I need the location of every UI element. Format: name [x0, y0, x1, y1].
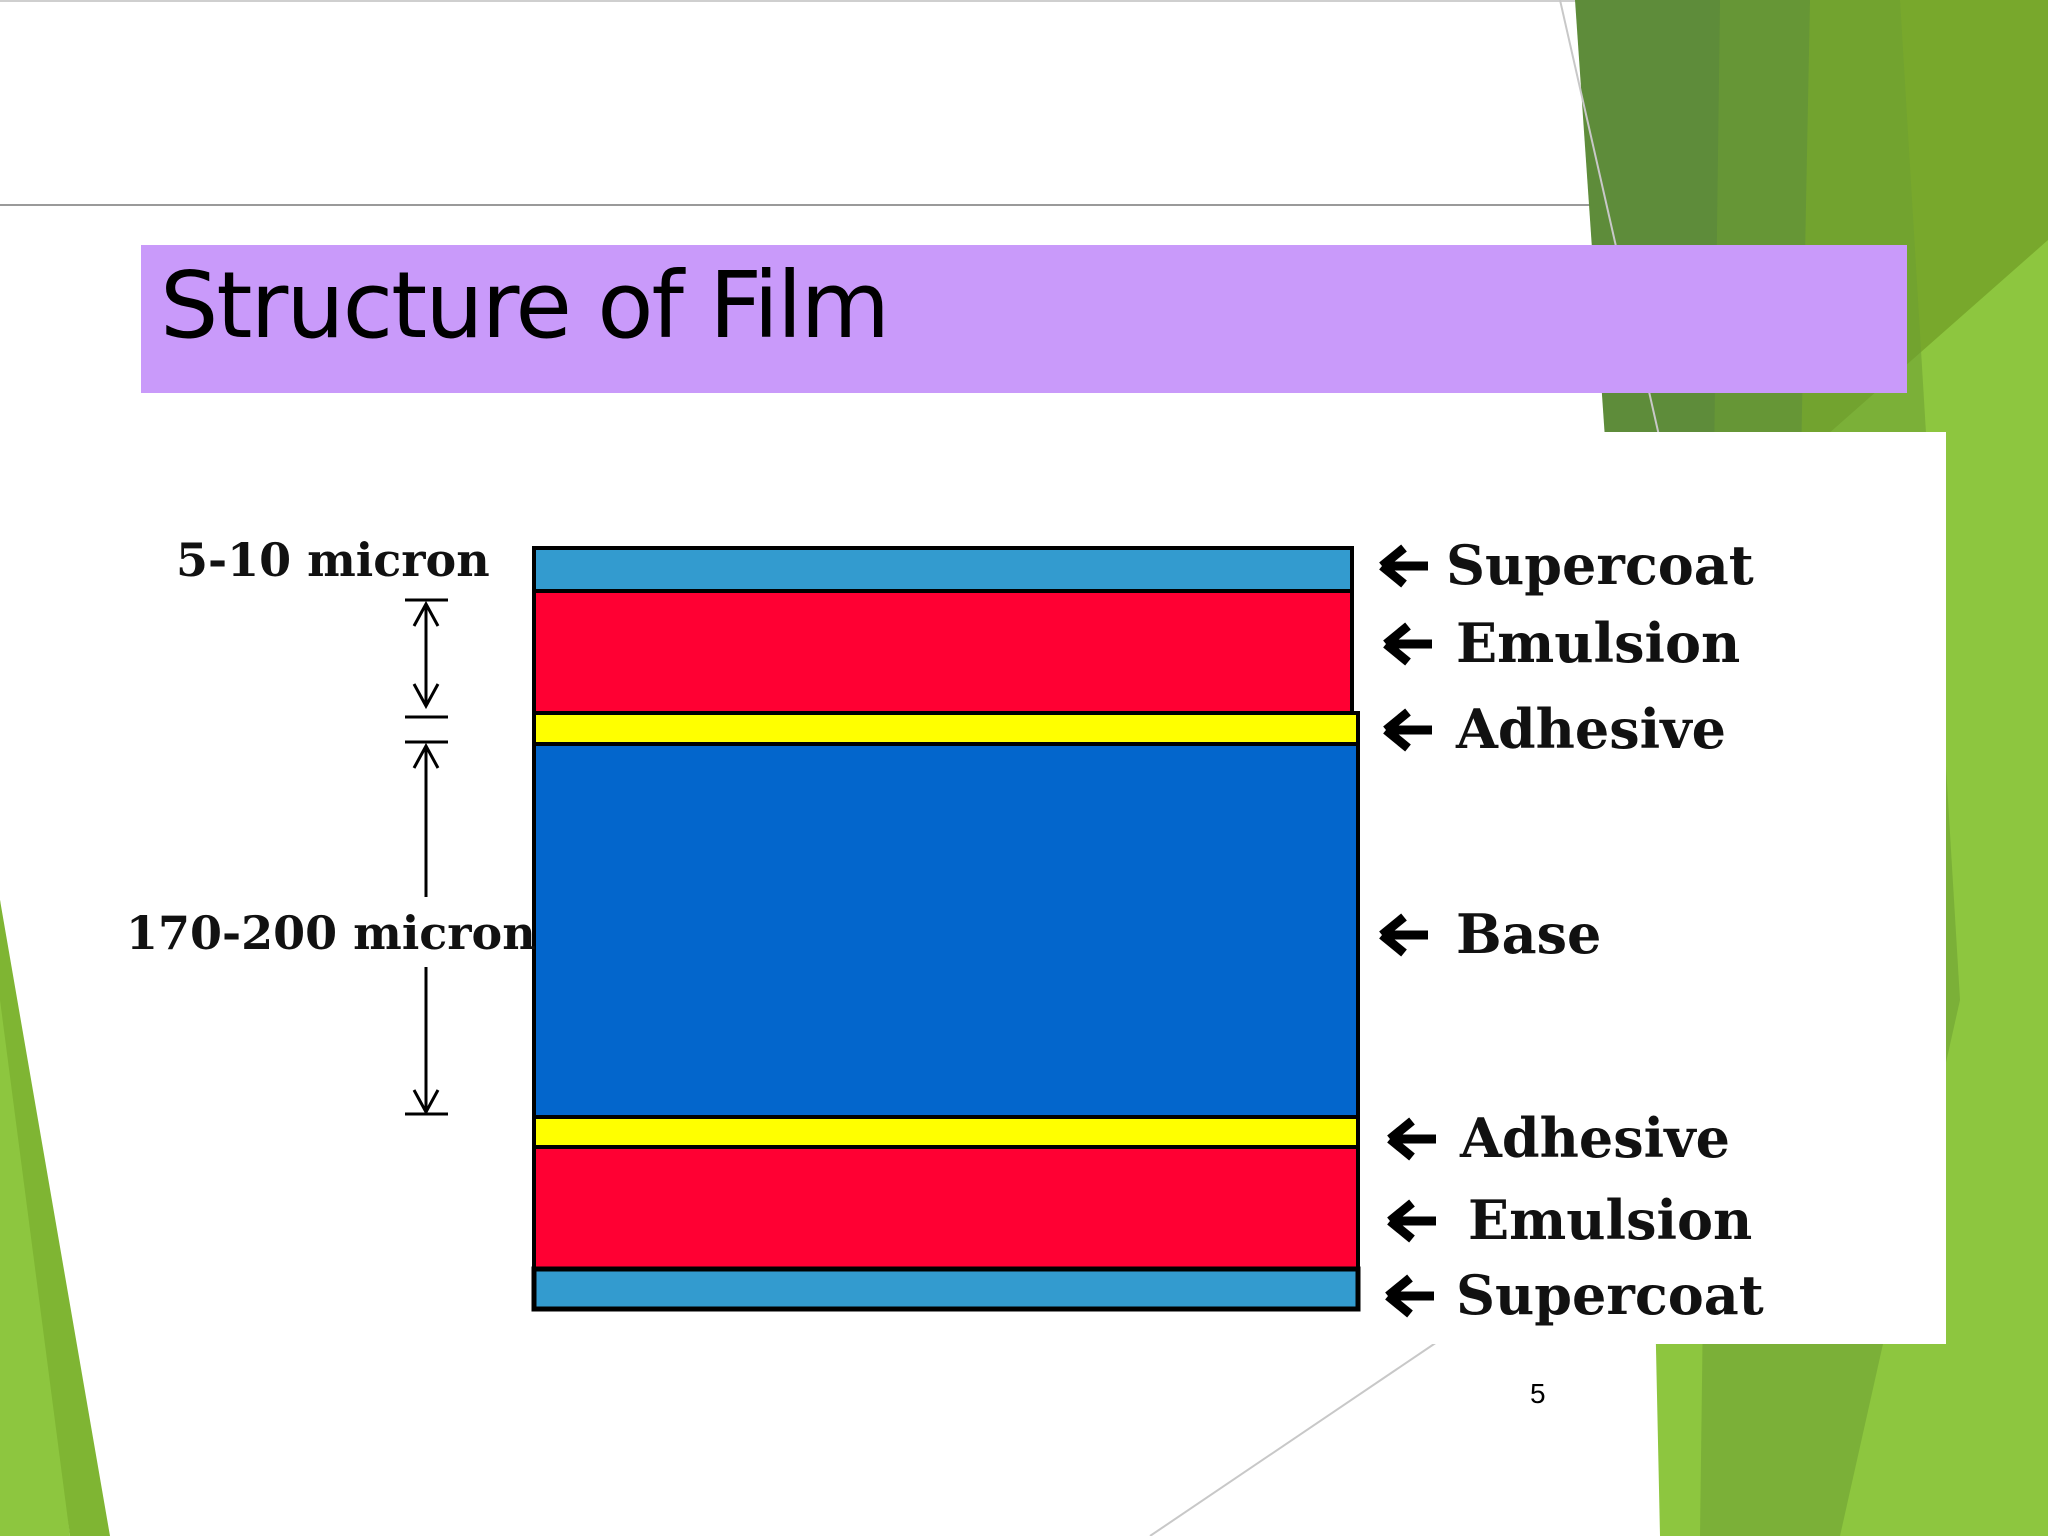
arrow-left-icon	[1387, 1117, 1436, 1161]
arrow-left-icon	[1383, 708, 1432, 752]
label-row: Base	[1379, 902, 1601, 966]
label-row: Emulsion	[1387, 1188, 1752, 1252]
layer-base	[532, 742, 1360, 1119]
layer-emulsion-top	[532, 589, 1354, 715]
layer-supercoat-top	[532, 546, 1354, 593]
page-number: 5	[1530, 1378, 1546, 1409]
film-layers	[531, 546, 1361, 1312]
layer-label-supercoat-top: Supercoat	[1446, 533, 1754, 597]
arrow-up-icon	[412, 600, 440, 627]
layer-label-emulsion-bottom: Emulsion	[1468, 1188, 1752, 1252]
thickness-label-top: 5-10 micron	[176, 533, 490, 587]
arrow-down-icon	[412, 1089, 440, 1116]
title-bar: Structure of Film	[141, 245, 1907, 393]
layer-label-emulsion-top: Emulsion	[1456, 611, 1740, 675]
thin-bottom-line	[1149, 1339, 1441, 1536]
label-row: Adhesive	[1383, 697, 1726, 761]
label-row: Supercoat	[1379, 533, 1754, 597]
slide-title: Structure of Film	[160, 252, 890, 359]
film-layer-diagram: 5-10 micron 170-200 micron Supercoat Emu…	[126, 533, 1764, 1327]
layer-label-supercoat-bottom: Supercoat	[1456, 1263, 1764, 1327]
arrow-down-icon	[412, 683, 440, 710]
layer-label-adhesive-top: Adhesive	[1455, 697, 1726, 761]
layer-adhesive-bottom	[532, 1115, 1360, 1149]
layer-adhesive-top	[532, 711, 1360, 746]
layer-label-base: Base	[1456, 902, 1601, 966]
layer-label-group: Supercoat Emulsion Adhesive Base Adhesiv…	[1379, 533, 1764, 1327]
green-facet-left-shade	[0, 900, 110, 1536]
layer-supercoat-bottom	[531, 1266, 1361, 1312]
film-structure-diagram: 5-10 micron 170-200 micron Supercoat Emu…	[100, 432, 1946, 1344]
arrow-left-icon	[1385, 1274, 1434, 1318]
arrow-left-icon	[1387, 1199, 1436, 1243]
label-row: Adhesive	[1387, 1106, 1730, 1170]
arrow-left-icon	[1379, 544, 1428, 588]
label-row: Emulsion	[1383, 611, 1740, 675]
layer-emulsion-bottom	[532, 1145, 1360, 1271]
arrow-left-icon	[1383, 622, 1432, 666]
label-row: Supercoat	[1385, 1263, 1764, 1327]
arrow-left-icon	[1379, 913, 1428, 957]
thickness-dimension-markers	[405, 598, 448, 1116]
arrow-up-icon	[412, 742, 440, 769]
layer-label-adhesive-bottom: Adhesive	[1459, 1106, 1730, 1170]
thickness-label-base: 170-200 micron	[126, 906, 536, 960]
